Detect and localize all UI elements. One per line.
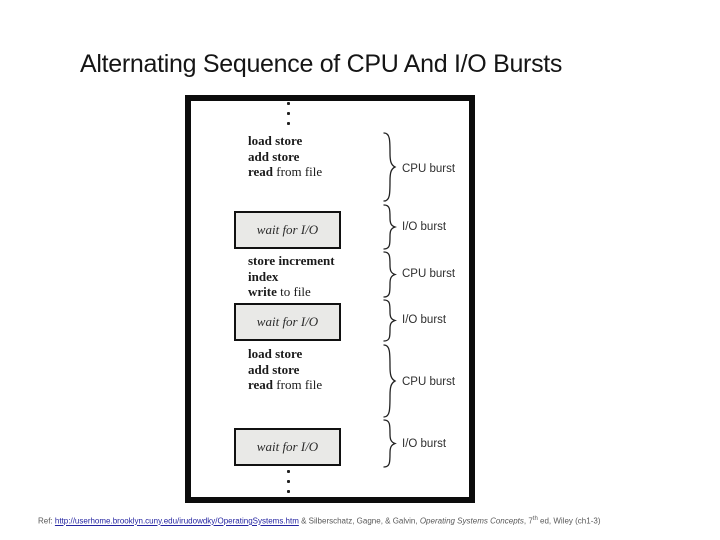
ref-prefix: Ref: <box>38 516 55 526</box>
page-title: Alternating Sequence of CPU And I/O Burs… <box>80 50 563 78</box>
brace-icon <box>383 251 397 298</box>
wait-io-box-3: wait for I/O <box>234 428 341 466</box>
burst-label: CPU burst <box>402 163 456 175</box>
code-line: index <box>248 268 279 284</box>
brace-icon <box>383 344 397 418</box>
ref-superscript: th <box>532 516 538 522</box>
burst-label: CPU burst <box>402 376 456 388</box>
ref-link[interactable]: http://userhome.brooklyn.cuny.edu/irudow… <box>54 516 299 526</box>
code-line: load store <box>248 346 303 361</box>
code-line: read from file <box>248 377 323 392</box>
code-line: add store <box>248 361 300 377</box>
figure-frame: load store add store read from file wait… <box>185 95 475 503</box>
brace-icon <box>383 419 397 468</box>
code-line: write to file <box>248 284 311 299</box>
wait-io-label: wait for I/O <box>256 439 319 454</box>
reference-line: Ref: http://userhome.brooklyn.cuny.edu/i… <box>38 516 600 526</box>
brace-icon <box>383 132 397 202</box>
ref-tail: ed, Wiley (ch1-3) <box>537 516 601 526</box>
code-block-3: load store add store read from file <box>248 346 322 393</box>
ref-after-book: , 7 <box>523 516 533 526</box>
wait-io-box-1: wait for I/O <box>234 211 341 249</box>
code-block-2: store increment index write to file <box>248 253 335 300</box>
code-line: store increment <box>248 253 335 268</box>
wait-io-label: wait for I/O <box>256 314 319 329</box>
brace-icon <box>383 299 397 342</box>
burst-label: I/O burst <box>402 314 447 326</box>
code-line: read from file <box>248 164 323 179</box>
ellipsis-bottom-icon <box>287 470 290 493</box>
burst-label: I/O burst <box>402 221 447 233</box>
code-line: load store <box>248 133 303 148</box>
ref-book-title: Operating Systems Concepts <box>419 516 524 526</box>
wait-io-label: wait for I/O <box>256 222 319 237</box>
burst-label: CPU burst <box>402 268 456 280</box>
burst-label: I/O burst <box>402 438 447 450</box>
code-block-1: load store add store read from file <box>248 133 322 180</box>
wait-io-box-2: wait for I/O <box>234 303 341 341</box>
brace-icon <box>383 204 397 250</box>
ellipsis-top-icon <box>287 102 290 125</box>
code-line: add store <box>248 148 300 164</box>
ref-middle: & Silberschatz, Gagne, & Galvin, <box>298 516 420 526</box>
